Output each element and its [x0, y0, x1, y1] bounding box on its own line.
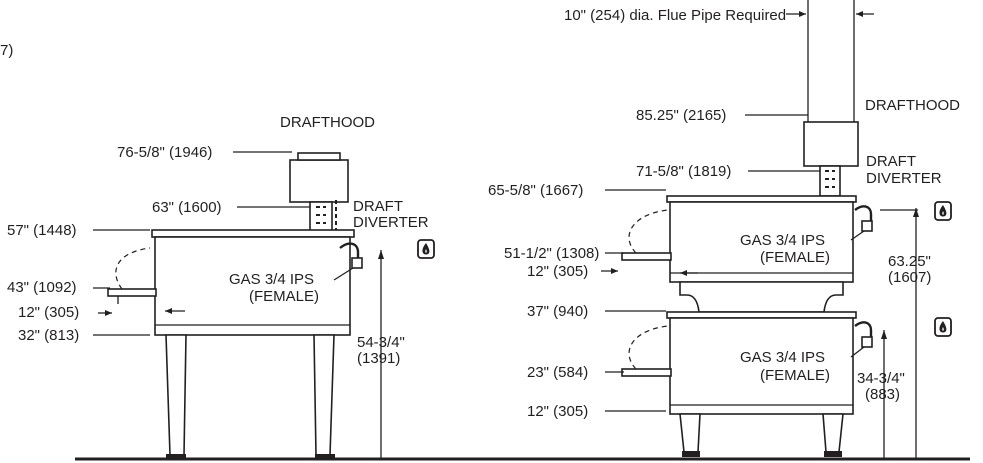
top-gas-pipe — [854, 205, 873, 221]
leader-gas-top — [850, 230, 865, 241]
flue-pipe-label: 10" (254) dia. Flue Pipe Required — [564, 7, 786, 24]
single-oven-body — [154, 236, 351, 336]
single-leg-left — [165, 334, 187, 456]
double-foot-right — [824, 451, 842, 457]
double-leg-left — [679, 413, 701, 453]
double-height-12b: 12" (305) — [527, 403, 588, 420]
double-height-37: 37" (940) — [527, 303, 588, 320]
single-diverter-label: DIVERTER — [353, 214, 429, 231]
single-gas-label: GAS 3/4 IPS — [229, 271, 314, 288]
double-diverter-dashes — [825, 170, 835, 188]
single-drafthood-label: DRAFTHOOD — [280, 114, 375, 131]
single-height-76: 76-5/8" (1946) — [117, 144, 212, 161]
single-gas-height: 54-3/4" — [357, 334, 405, 351]
single-foot-right — [315, 454, 335, 458]
leader-gas-single — [333, 267, 354, 281]
gas-flame-icon — [934, 317, 952, 337]
bottom-gas-height-arrow — [881, 330, 887, 339]
top-oven-plate — [666, 195, 857, 203]
single-height-12: 12" (305) — [18, 304, 79, 321]
top-gas-height: 63.25" — [888, 253, 931, 270]
top-gas-label: GAS 3/4 IPS — [740, 232, 825, 249]
double-leg-right — [822, 413, 844, 453]
top-gas-height-arrow — [913, 208, 919, 217]
double-drafthood — [803, 121, 859, 167]
double-height-65: 65-5/8" (1667) — [488, 182, 583, 199]
top-gas-fitting — [861, 220, 873, 232]
double-height-71: 71-5/8" (1819) — [636, 163, 731, 180]
single-draft-label: DRAFT — [353, 198, 403, 215]
bottom-oven-plate — [666, 311, 857, 319]
bottom-gas-label: GAS 3/4 IPS — [740, 349, 825, 366]
single-foot-left — [166, 454, 186, 458]
single-draft-diverter — [309, 201, 333, 233]
top-gas-height-mm: (1607) — [888, 269, 931, 286]
single-height-57: 57" (1448) — [7, 222, 77, 239]
bottom-gas-height-mm: (883) — [865, 386, 900, 403]
single-height-32: 32" (813) — [18, 327, 79, 344]
top-door-swing — [628, 209, 669, 254]
single-leg-right — [313, 334, 335, 456]
leader-gas-bottom — [850, 346, 865, 358]
bottom-conveyor — [621, 368, 672, 377]
double-foot-left — [682, 451, 700, 457]
top-gas-female: (FEMALE) — [760, 249, 830, 266]
gas-flame-icon — [417, 239, 435, 259]
single-drafthood — [289, 159, 349, 203]
double-draft-diverter — [819, 165, 841, 197]
double-oven — [601, 0, 919, 459]
double-diverter-label: DIVERTER — [866, 170, 942, 187]
bottom-gas-fitting — [861, 336, 873, 348]
top-conveyor — [621, 252, 672, 261]
edge-fragment-text: 7) — [0, 42, 13, 59]
bottom-gas-female: (FEMALE) — [760, 367, 830, 384]
top-oven-body — [669, 201, 854, 283]
double-height-23: 23" (584) — [527, 364, 588, 381]
bottom-door-swing — [628, 325, 669, 370]
flue-arrow-left — [799, 11, 806, 17]
stacking-stand — [679, 281, 844, 313]
single-top-plate — [151, 229, 355, 238]
single-gas-fitting — [351, 257, 363, 269]
single-conveyor — [107, 288, 157, 297]
single-height-63: 63" (1600) — [152, 199, 222, 216]
double-drafthood-label: DRAFTHOOD — [865, 97, 960, 114]
single-drafthood-cap — [297, 152, 341, 161]
double-height-51: 51-1/2" (1308) — [504, 245, 599, 262]
single-gas-pipe — [339, 242, 360, 258]
ref-arrow-single-head — [165, 308, 172, 314]
leader-12a-arrow — [611, 268, 618, 274]
single-gas-arrow — [378, 250, 384, 259]
double-height-12a: 12" (305) — [527, 263, 588, 280]
double-height-85: 85.25" (2165) — [636, 107, 726, 124]
bottom-gas-pipe — [854, 321, 873, 337]
gas-flame-icon — [934, 201, 952, 221]
leader-12-arrow — [105, 310, 112, 316]
single-door-swing — [115, 247, 151, 290]
single-oven — [93, 151, 384, 459]
bottom-gas-height: 34-3/4" — [857, 370, 905, 387]
bottom-oven-body — [669, 317, 854, 415]
single-gas-height-mm: (1391) — [357, 350, 400, 367]
double-draft-label: DRAFT — [866, 153, 916, 170]
single-gas-female: (FEMALE) — [249, 288, 319, 305]
single-height-43: 43" (1092) — [7, 279, 77, 296]
flue-arrow-right — [856, 11, 863, 17]
ref-arrow-top-head — [680, 270, 687, 276]
